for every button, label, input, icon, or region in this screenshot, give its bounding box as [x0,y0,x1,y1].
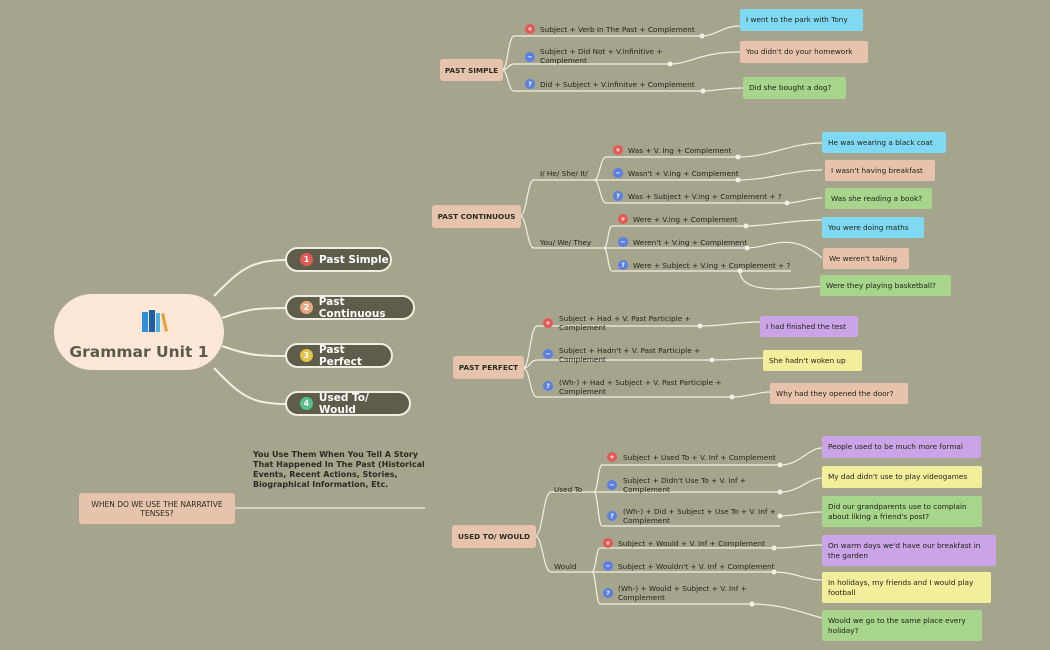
example-box[interactable]: You were doing maths [822,217,924,238]
minus-icon: − [603,561,613,571]
topic-used-to-would[interactable]: 4 Used To/ Would [285,391,411,416]
example-box[interactable]: Would we go to the same place every holi… [822,610,982,641]
plus-icon: + [603,538,613,548]
example-box[interactable]: Did our grandparents use to complain abo… [822,496,982,527]
minus-icon: − [607,480,617,490]
formula: Did + Subject + V.infinitve + Complement [540,80,695,89]
formula: Subject + Hadn't + V. Past Participle + … [559,346,701,364]
central-title: Grammar Unit 1 [69,343,209,361]
example-box[interactable]: She hadn't woken up [763,350,862,371]
plus-icon: + [607,452,617,462]
plus-icon: + [613,145,623,155]
formula: (Wh-) + Had + Subject + V. Past Particip… [559,378,722,396]
formula: Were + V.ing + Complement [633,215,738,224]
plus-icon: + [618,214,628,224]
group-label: You/ We/ They [540,238,592,247]
example-box[interactable]: On warm days we'd have our breakfast in … [822,535,996,566]
example-box[interactable]: Was she reading a book? [825,188,932,209]
number-badge: 2 [300,301,313,314]
topic-label: Past Simple [319,253,389,266]
question-icon: ? [618,260,628,270]
formula: (Wh-) + Would + Subject + V. Inf + Compl… [618,584,747,602]
example-box[interactable]: I had finished the test [760,316,858,337]
formula: Subject + Had + V. Past Participle + Com… [559,314,691,332]
formula: Were + Subject + V.ing + Complement + ? [633,261,791,270]
topic-label: Past Continuous [318,295,386,320]
topic-past-simple[interactable]: 1 Past Simple [285,247,392,272]
topic-past-continuous[interactable]: 2 Past Continuous [285,295,415,320]
example-box[interactable]: I wasn't having breakfast [825,160,935,181]
number-badge: 1 [300,253,313,266]
minus-icon: − [618,237,628,247]
formula: Subject + Didn't Use To + V. Inf + Compl… [623,476,746,494]
minus-icon: − [613,168,623,178]
formula: Was + V. Ing + Complement [628,146,732,155]
question-icon: ? [607,511,617,521]
example-box[interactable]: People used to be much more formal [822,436,981,458]
number-badge: 3 [300,349,313,362]
example-box[interactable]: You didn't do your homework [740,41,868,63]
question-icon: ? [613,191,623,201]
question-icon: ? [543,381,553,391]
example-box[interactable]: I went to the park with Tony [740,9,863,31]
group-label: Would [554,562,577,571]
section-past-perfect[interactable]: PAST PERFECT [453,356,524,379]
books-icon [142,310,168,332]
formula: Subject + Would + V. Inf + Complement [618,539,766,548]
example-box[interactable]: Were they playing basketball? [820,275,951,296]
section-past-simple[interactable]: PAST SIMPLE [440,59,503,81]
formula: Subject + Verb In The Past + Complement [540,25,695,34]
section-past-continuous[interactable]: PAST CONTINUOUS [432,205,521,228]
topic-label: Used To/ Would [318,391,369,416]
example-box[interactable]: Why had they opened the door? [770,383,908,404]
section-used-to-would[interactable]: USED TO/ WOULD [452,525,536,548]
topic-label: Past Perfect [318,343,362,368]
formula: Wasn't + V.ing + Complement [628,169,739,178]
example-box[interactable]: We weren't talking [823,248,909,269]
plus-icon: + [543,318,553,328]
formula: Subject + Wouldn't + V. Inf + Complement [618,562,775,571]
question-icon: ? [603,588,613,598]
number-badge: 4 [300,397,313,410]
formula: Was + Subject + V.ing + Complement + ? [628,192,782,201]
group-label: Used To [554,485,583,494]
example-box[interactable]: Did she bought a dog? [743,77,846,99]
group-label: I/ He/ She/ It/ [540,169,588,178]
question-icon: ? [525,79,535,89]
central-topic[interactable]: Grammar Unit 1 [54,294,224,370]
topic-past-perfect[interactable]: 3 Past Perfect [285,343,393,368]
formula: Subject + Used To + V. Inf + Complement [623,453,776,462]
minus-icon: − [543,349,553,359]
formula: Weren't + V.ing + Complement [633,238,748,247]
example-box[interactable]: In holidays, my friends and I would play… [822,572,991,603]
formula: Subject + Did Not + V.infinitive + Compl… [540,47,663,65]
example-box[interactable]: He was wearing a black coat [822,132,946,153]
question-answer: You Use Them When You Tell A Story That … [253,450,425,489]
example-box[interactable]: My dad didn't use to play videogames [822,466,982,488]
plus-icon: + [525,24,535,34]
question-topic[interactable]: WHEN DO WE USE THE NARRATIVE TENSES? [79,493,235,524]
formula: (Wh-) + Did + Subject + Use To + V. Inf … [623,507,776,525]
minus-icon: − [525,52,535,62]
